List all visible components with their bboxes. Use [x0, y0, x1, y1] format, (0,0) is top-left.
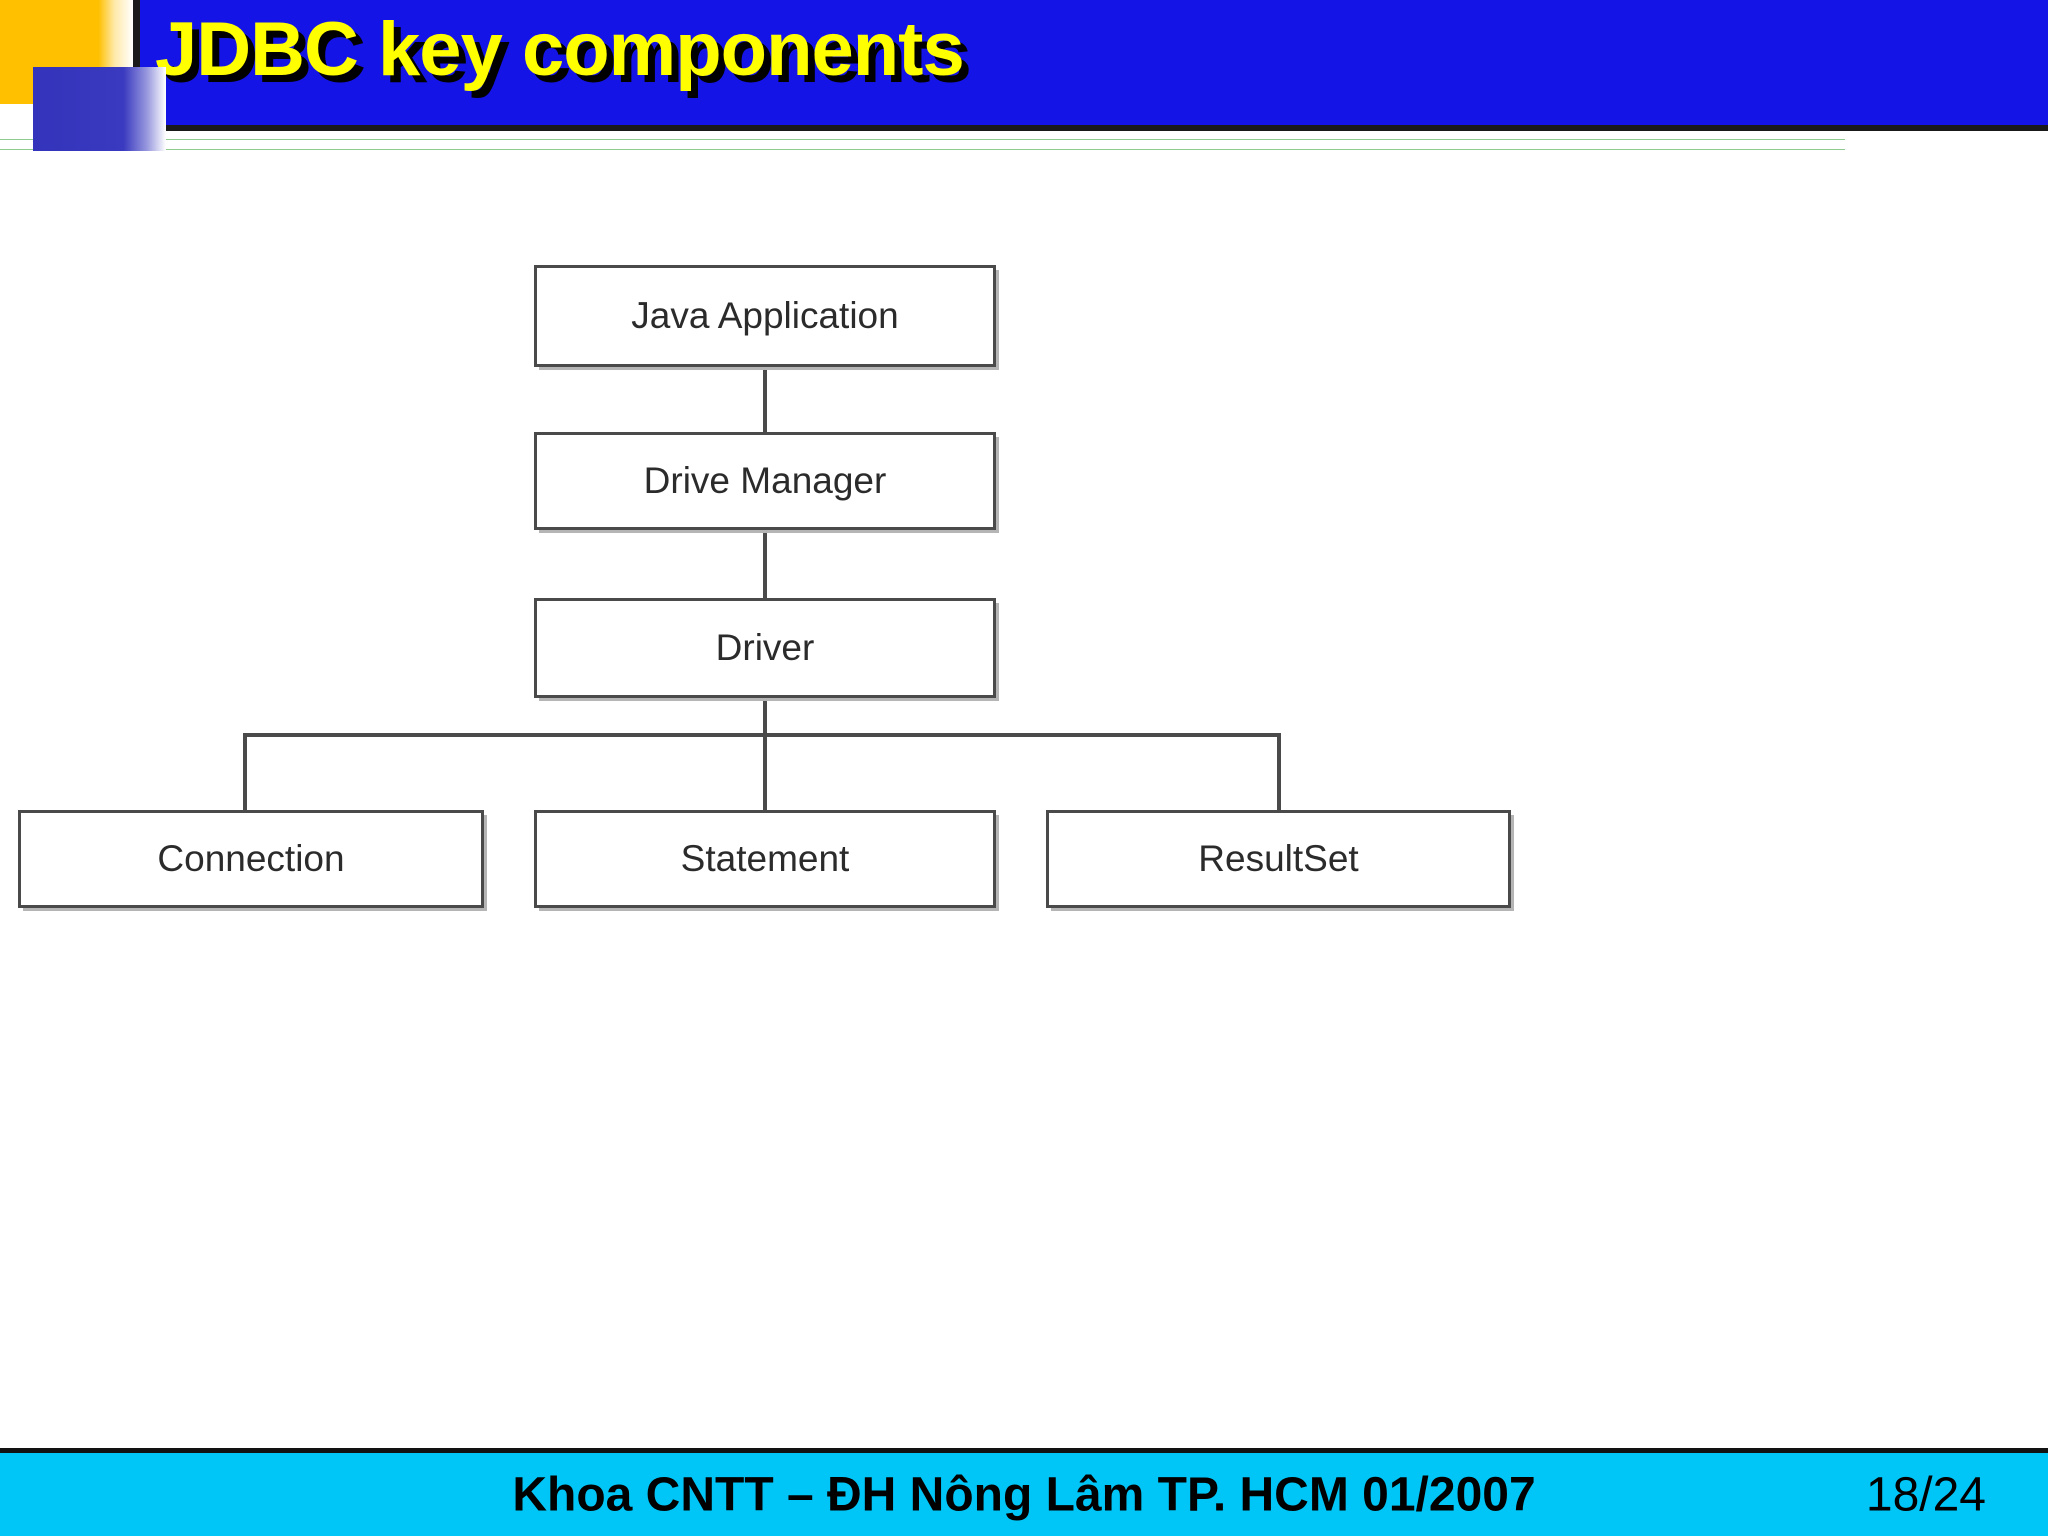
node-label-connection: Connection	[157, 838, 345, 879]
connector-driver-to-bus	[763, 698, 767, 810]
divider-line-bottom	[0, 149, 1845, 150]
node-java-application: Java Application	[534, 265, 996, 367]
connector-bus-horizontal	[243, 733, 1280, 737]
title-bar: JDBC key components	[133, 0, 2048, 131]
node-connection: Connection	[18, 810, 484, 908]
green-divider	[0, 137, 1845, 151]
connector-bus-to-connection	[243, 733, 247, 810]
page-number: 18/24	[1865, 1468, 1986, 1521]
node-statement: Statement	[534, 810, 996, 908]
footer-text: Khoa CNTT – ĐH Nông Lâm TP. HCM 01/2007	[512, 1468, 1536, 1521]
node-label-java-application: Java Application	[631, 295, 899, 336]
node-label-driver: Driver	[715, 627, 815, 668]
blue-accent-block	[33, 67, 166, 151]
connector-drive-manager-to-driver	[763, 530, 767, 598]
page-title: JDBC key components	[155, 7, 965, 92]
divider-line-top	[0, 139, 1845, 140]
node-driver: Driver	[534, 598, 996, 698]
corner-decoration	[0, 0, 190, 151]
connector-java-application-to-drive-manager	[763, 367, 767, 432]
jdbc-components-diagram: Java Application Drive Manager Driver Co…	[0, 155, 2048, 1445]
node-label-drive-manager: Drive Manager	[643, 460, 887, 501]
footer-bar: Khoa CNTT – ĐH Nông Lâm TP. HCM 01/2007 …	[0, 1448, 2048, 1536]
node-label-statement: Statement	[680, 838, 850, 879]
node-resultset: ResultSet	[1046, 810, 1511, 908]
node-drive-manager: Drive Manager	[534, 432, 996, 530]
node-label-resultset: ResultSet	[1198, 838, 1359, 879]
connector-bus-to-resultset	[1277, 733, 1281, 810]
